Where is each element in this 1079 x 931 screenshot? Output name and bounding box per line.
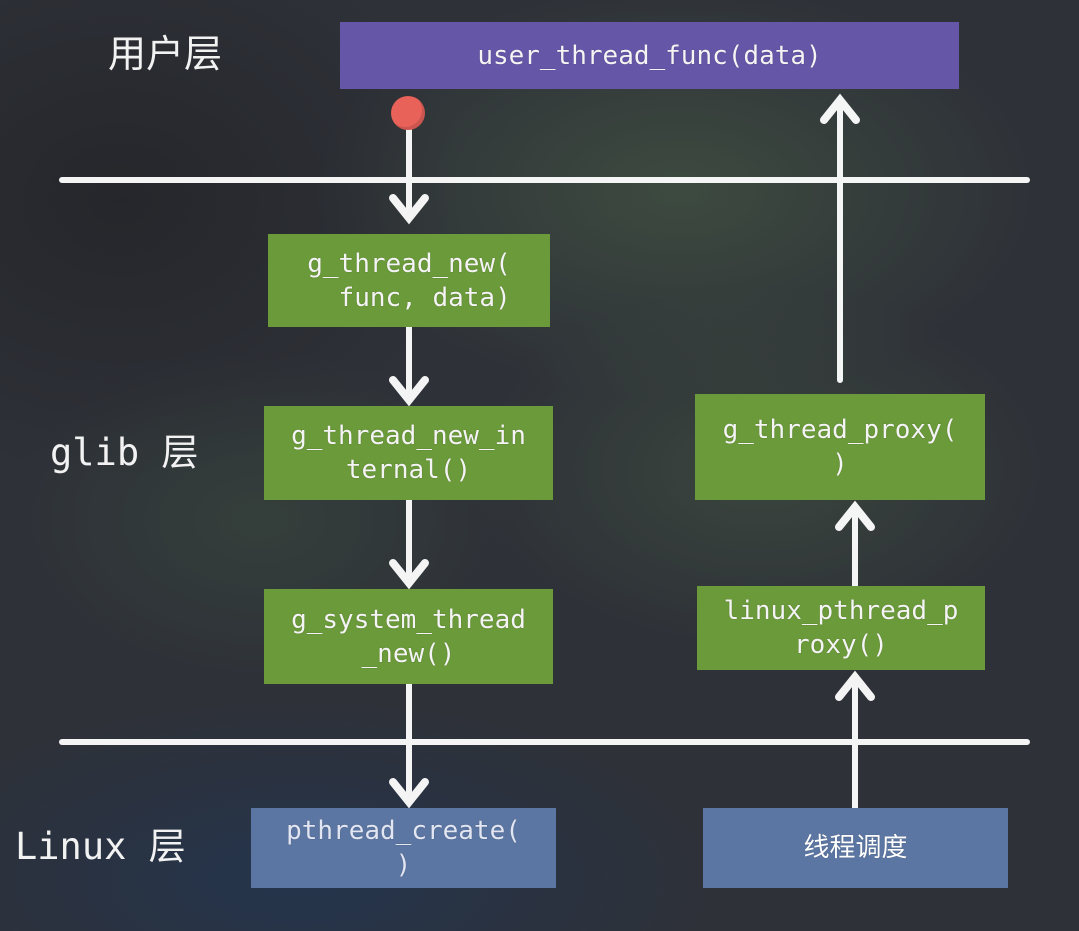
arrowhead-userfunc [820, 93, 860, 124]
g-thread-new-box: g_thread_new( func, data) [268, 234, 550, 327]
arrowhead-system [389, 559, 429, 590]
arrowhead-linuxproxy [835, 670, 875, 701]
arrowhead-gproxy [835, 500, 875, 531]
thread-scheduling-box: 线程调度 [703, 808, 1008, 888]
layer-label-user: 用户层 [108, 32, 223, 76]
start-dot-icon [391, 96, 425, 130]
user-thread-func-box: user_thread_func(data) [340, 22, 959, 89]
pthread-create-box: pthread_create( ) [251, 808, 556, 888]
arrowhead-gthreadnew [389, 194, 429, 225]
layer-label-linux: Linux 层 [15, 825, 186, 868]
g-thread-proxy-box: g_thread_proxy( ) [695, 394, 985, 500]
g-system-thread-new-box: g_system_thread _new() [264, 589, 553, 684]
arrowhead-pthread [389, 778, 429, 809]
layer-label-glib: glib 层 [50, 431, 199, 474]
linux-pthread-proxy-box: linux_pthread_p roxy() [697, 586, 985, 670]
arrowhead-internal [389, 376, 429, 407]
g-thread-new-internal-box: g_thread_new_in ternal() [264, 406, 553, 500]
